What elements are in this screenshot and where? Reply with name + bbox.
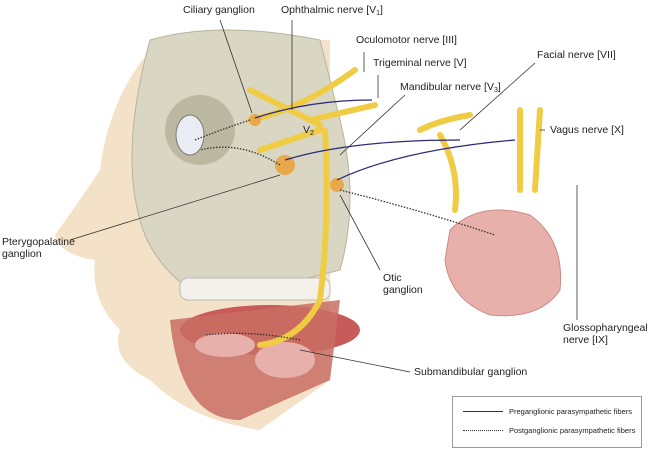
label-maxillary-nerve: V2	[303, 124, 314, 137]
preganglionic-fibers	[254, 99, 516, 181]
legend-postganglionic: Postganglionic parasympathetic fibers	[463, 426, 635, 435]
upper-teeth	[179, 277, 331, 301]
label-mandibular-nerve: Mandibular nerve [V3]	[400, 81, 501, 94]
maxillary-nerve	[257, 127, 323, 153]
label-ophthalmic-nerve: Ophthalmic nerve [V1]	[281, 4, 383, 17]
postganglionic-fibers	[194, 119, 496, 341]
mandibular-nerve	[257, 127, 330, 348]
sublingual-gland	[195, 333, 255, 357]
legend-preganglionic: Preganglionic parasympathetic fibers	[463, 407, 632, 416]
trigeminal-nerve	[307, 102, 378, 123]
legend-postganglionic-label: Postganglionic parasympathetic fibers	[509, 426, 636, 435]
leader-lines	[69, 19, 578, 373]
otic-ganglion-shape	[330, 178, 344, 192]
label-facial-nerve: Facial nerve [VII]	[537, 49, 616, 61]
skull	[131, 29, 351, 294]
nerves	[247, 67, 543, 348]
dotted-line-swatch	[463, 430, 503, 431]
eye	[175, 114, 205, 156]
submandibular-gland	[255, 342, 315, 378]
ciliary-ganglion-shape	[249, 114, 261, 126]
label-trigeminal-nerve: Trigeminal nerve [V]	[373, 57, 467, 69]
vagus-nerve	[517, 107, 543, 193]
parotid-gland	[444, 209, 562, 317]
ophthalmic-nerve	[247, 87, 323, 128]
label-oculomotor-nerve: Oculomotor nerve [III]	[356, 34, 457, 46]
pterygopalatine-ganglion-shape	[275, 155, 295, 175]
facial-nerve	[417, 112, 473, 213]
solid-line-swatch	[463, 411, 503, 412]
legend-preganglionic-label: Preganglionic parasympathetic fibers	[509, 407, 632, 416]
label-ciliary-ganglion: Ciliary ganglion	[183, 4, 255, 16]
legend: Preganglionic parasympathetic fibers Pos…	[452, 396, 642, 448]
label-submandibular-ganglion: Submandibular ganglion	[414, 366, 528, 378]
oculomotor-nerve	[247, 67, 358, 123]
label-vagus-nerve: Vagus nerve [X]	[550, 124, 624, 136]
